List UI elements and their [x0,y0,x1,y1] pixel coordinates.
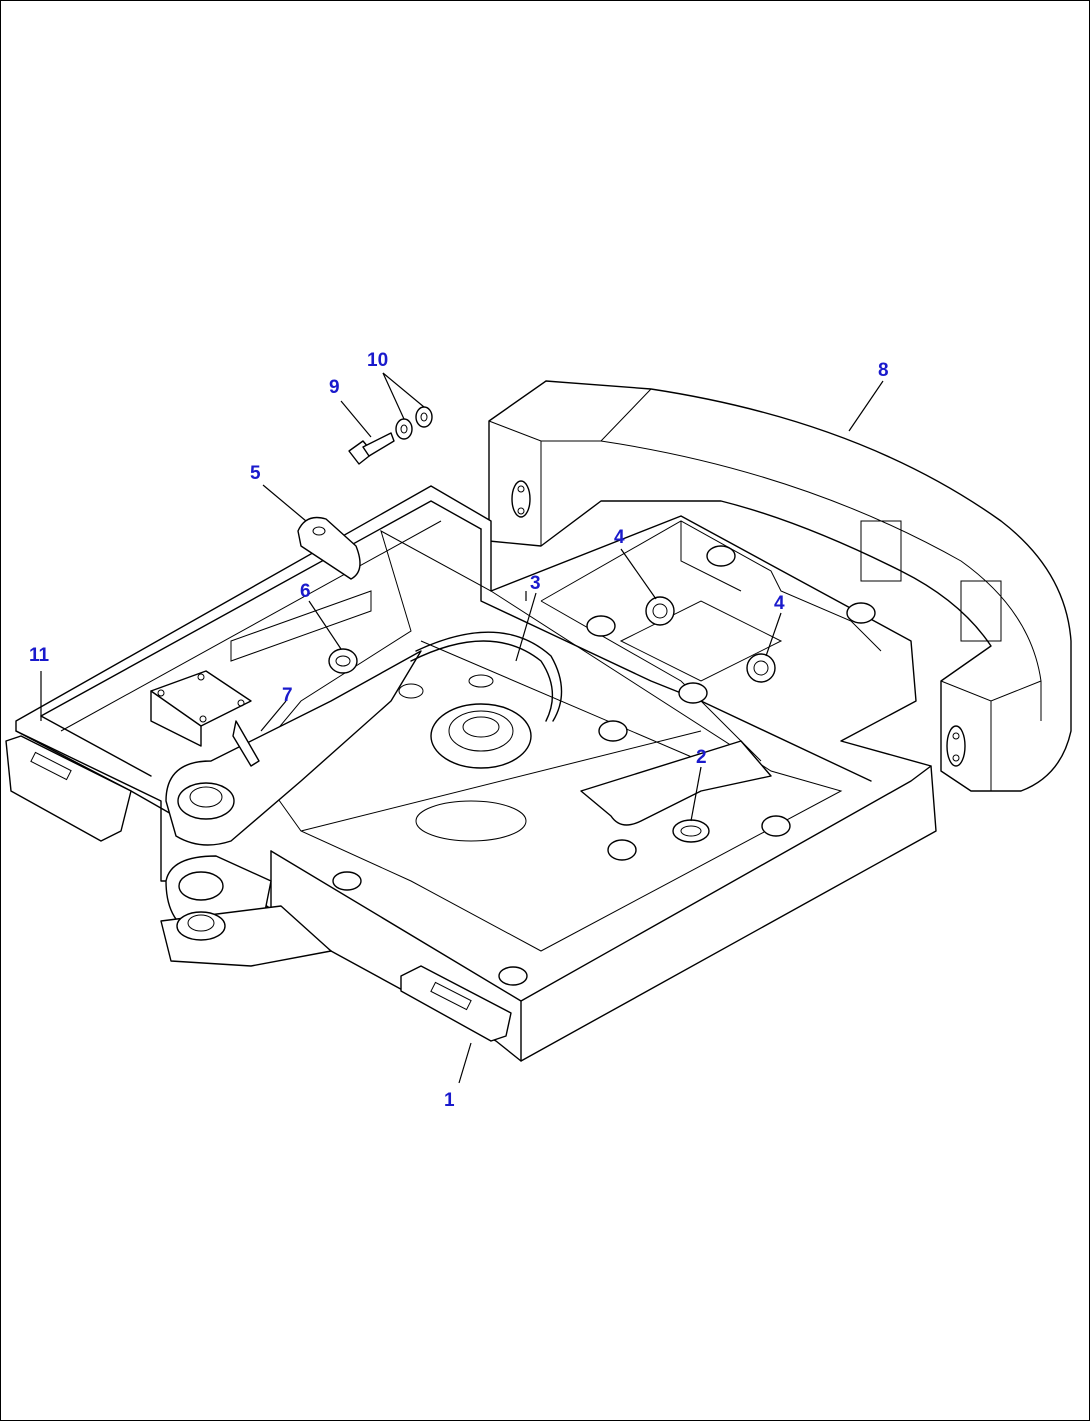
callout-labels: 1 2 3 4 4 5 6 7 8 9 10 11 [29,350,889,1111]
part-6-cushion [328,648,358,674]
revolving-frame [5,485,937,1062]
callout-7: 7 [282,685,293,706]
callout-4a: 4 [614,527,625,548]
callout-6: 6 [300,581,311,602]
part-10-washers [395,406,433,440]
part-9-bolt [348,432,395,465]
callout-4b: 4 [774,593,785,614]
part-5-hook [297,516,361,580]
callout-1: 1 [444,1090,455,1111]
part-4-cushions [645,596,776,683]
part-7-bracket [150,670,260,767]
callout-2: 2 [696,747,707,768]
callout-8: 8 [878,360,889,381]
leader-lines [40,372,884,1084]
callout-10: 10 [367,350,388,371]
callout-5: 5 [250,463,261,484]
callout-3: 3 [530,573,541,594]
swing-circle [398,631,563,842]
callout-9: 9 [329,377,340,398]
part-2-cushion [580,740,772,843]
counterweight [488,380,1072,792]
mount-bosses [332,545,876,986]
callout-11: 11 [29,645,50,666]
boom-bracket [160,650,422,967]
